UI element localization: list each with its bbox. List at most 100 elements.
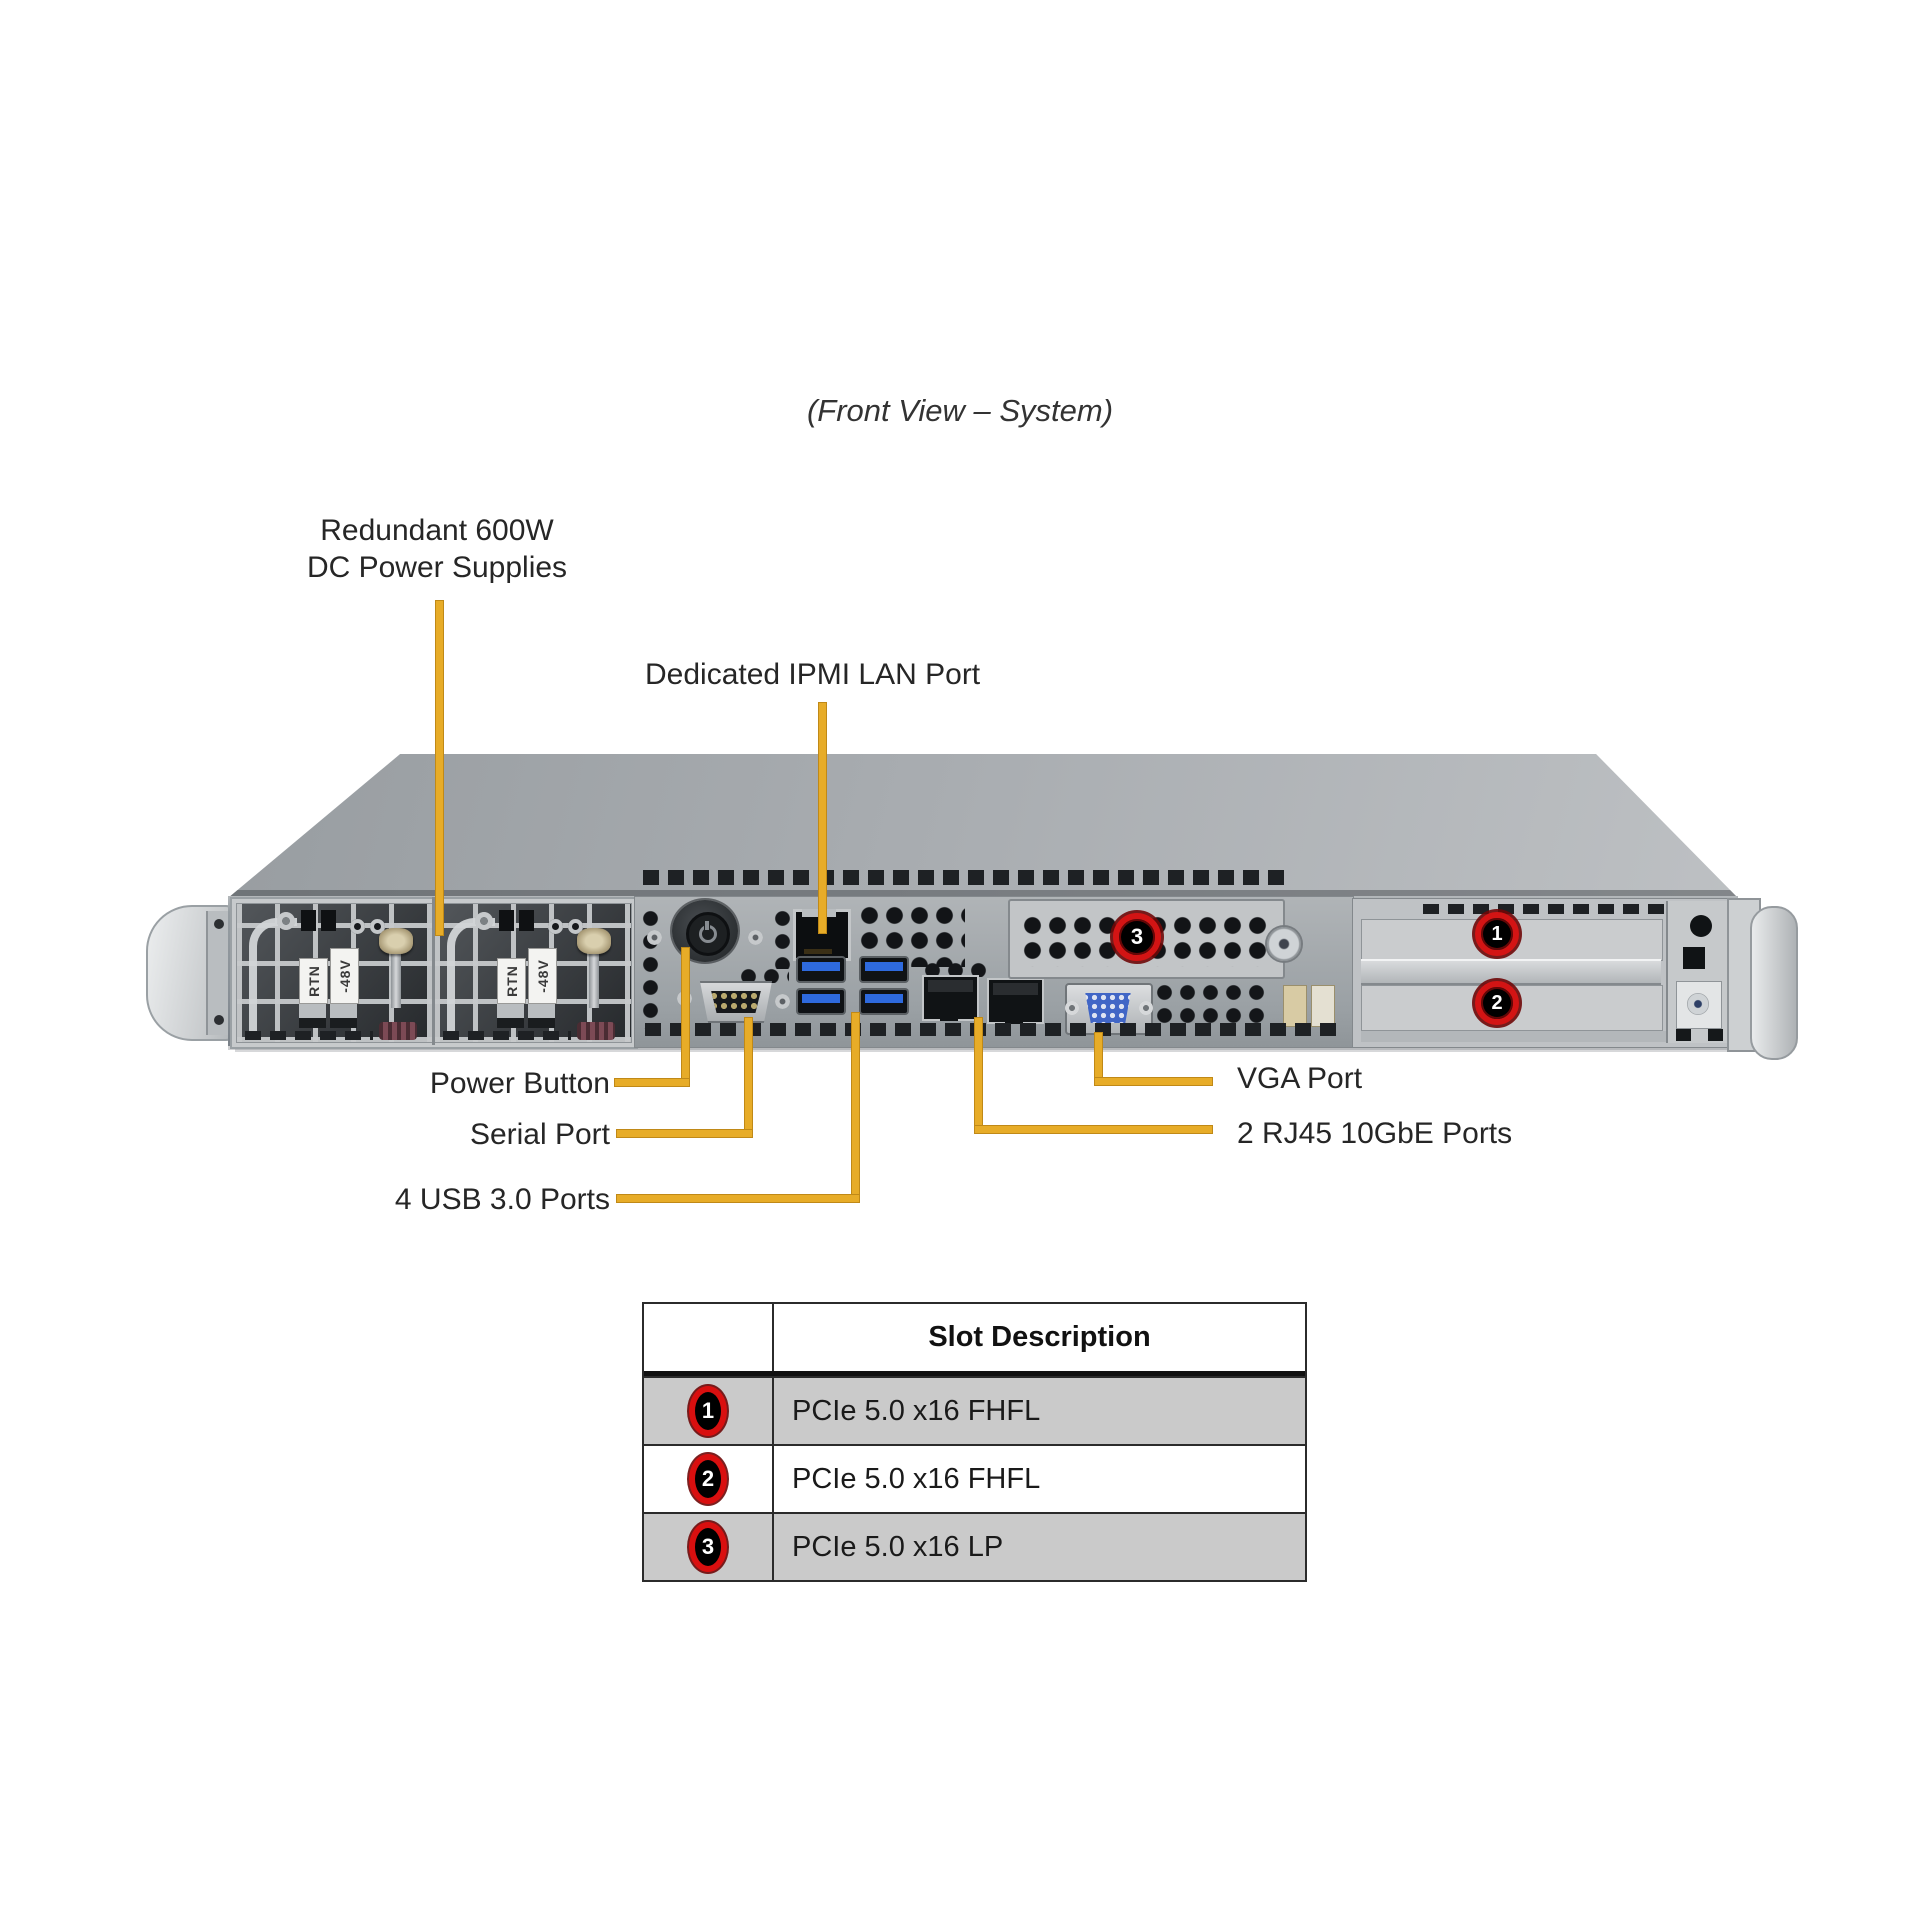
usb3-port: [798, 990, 844, 1013]
leader-line-vga-v: [1094, 1032, 1103, 1086]
bottom-vent-strip: [645, 1023, 1345, 1036]
chassis-top-face: [228, 754, 1738, 898]
psu-pull-tab: [577, 1022, 615, 1040]
bracket-hole-icon: [1690, 915, 1712, 937]
psu-hole-icon: [370, 919, 385, 934]
leader-line-vga-h: [1094, 1077, 1213, 1086]
leader-line-serial-h: [616, 1129, 753, 1138]
psu-bottom-vent: [443, 1031, 571, 1040]
vga-screw-icon: [1065, 1001, 1079, 1015]
callout-rj45-label: 2 RJ45 10GbE Ports: [1237, 1117, 1513, 1150]
psu-label-neg48v: -48V: [330, 948, 359, 1004]
thumbscrew-icon: [1267, 927, 1301, 961]
table-slot-desc: PCIe 5.0 x16 FHFL: [792, 1462, 1041, 1495]
usb3-port: [861, 990, 907, 1013]
psu-connector-block: [330, 1004, 357, 1028]
rj45-10gbe-port: [987, 978, 1044, 1024]
callout-power-label: Power Button: [429, 1067, 610, 1100]
vent-grid: [921, 959, 987, 977]
table-header-badge-cell: [644, 1304, 774, 1371]
figure-title: (Front View – System): [806, 393, 1114, 428]
callout-psu-line2: DC Power Supplies: [306, 551, 568, 584]
table-row: 1 PCIe 5.0 x16 FHFL: [644, 1376, 1305, 1444]
vent-grid: [1153, 981, 1271, 1029]
callout-ipmi-label: Dedicated IPMI LAN Port: [645, 658, 981, 691]
top-vent-strip: [643, 870, 1293, 885]
thumbscrew-block: [1676, 981, 1722, 1029]
table-row: 3 PCIe 5.0 x16 LP: [644, 1512, 1305, 1580]
right-rack-ear-handle: [1750, 906, 1798, 1060]
table-badge-3: 3: [689, 1522, 727, 1572]
psu-bottom-vent: [245, 1031, 373, 1040]
psu-screw-icon: [475, 912, 493, 930]
callout-psu-label: Redundant 600W DC Power Supplies: [257, 512, 617, 586]
leader-line-psu: [435, 600, 444, 936]
slot-badge-1: 1: [1475, 912, 1519, 956]
power-icon: [686, 912, 730, 956]
leader-line-power-v: [681, 947, 690, 1086]
left-ear-screw-hole-icon: [214, 1015, 224, 1025]
slot-divider-rail: [1361, 959, 1661, 985]
leader-line-serial-v: [744, 1017, 753, 1137]
vent-grid: [771, 907, 791, 969]
leader-line-ipmi: [818, 702, 827, 934]
screw-icon: [647, 930, 662, 945]
vga-screw-icon: [1139, 1001, 1153, 1015]
pcie-slot-section: [1352, 898, 1735, 1048]
psu-module-2: RTN -48V: [434, 903, 632, 1043]
callout-vga-label: VGA Port: [1237, 1062, 1363, 1095]
psu-handle-icon: [249, 918, 297, 1038]
psu-connector-block: [497, 1004, 524, 1028]
left-rack-ear: [146, 905, 234, 1041]
left-ear-screw-hole-icon: [214, 919, 224, 929]
leader-line-usb-v: [851, 1012, 860, 1203]
chassis-ground-shadow: [235, 1046, 1735, 1052]
connector-block: [1311, 985, 1335, 1027]
rear-io-panel: [634, 896, 1354, 1048]
psu-label-rtn: RTN: [497, 958, 526, 1004]
leader-line-power-h: [614, 1078, 690, 1087]
table-slot-desc: PCIe 5.0 x16 LP: [792, 1530, 1004, 1563]
vent-grid: [857, 903, 965, 967]
psu-vent: [519, 910, 534, 931]
slot-badge-2: 2: [1475, 981, 1519, 1025]
bracket-vent: [1708, 1029, 1723, 1041]
left-ear-plate: [206, 911, 230, 1035]
psu-hole-icon: [548, 919, 563, 934]
leader-line-rj45-h: [974, 1125, 1213, 1134]
connector-block: [1283, 985, 1307, 1027]
table-header-title: Slot Description: [928, 1321, 1151, 1353]
vent-grid: [737, 965, 789, 983]
slot-top-vent: [1423, 904, 1703, 914]
usb3-port: [798, 958, 844, 981]
usb3-port: [861, 958, 907, 981]
leader-line-usb-h: [616, 1194, 860, 1203]
bracket-vent: [1683, 947, 1705, 969]
psu-vent: [321, 910, 336, 931]
callout-usb-label: 4 USB 3.0 Ports: [394, 1183, 610, 1216]
psu-dc-terminal: [375, 926, 419, 1008]
vga-connector: [1085, 993, 1131, 1023]
psu-screw-icon: [277, 912, 295, 930]
leader-line-rj45-v: [974, 1017, 983, 1134]
screw-icon: [775, 994, 790, 1009]
screw-icon: [748, 930, 763, 945]
bracket-vent: [1676, 1029, 1691, 1041]
psu-pull-tab: [379, 1022, 417, 1040]
psu-label-rtn: RTN: [299, 958, 328, 1004]
table-slot-desc: PCIe 5.0 x16 FHFL: [792, 1394, 1041, 1427]
psu-label-neg48v: -48V: [528, 948, 557, 1004]
top-face-edge: [228, 890, 1738, 898]
psu-connector-block: [299, 1004, 326, 1028]
slot-badge-3: 3: [1113, 913, 1161, 961]
psu-vent: [301, 910, 316, 931]
callout-serial-label: Serial Port: [469, 1118, 610, 1151]
psu-vent: [499, 910, 514, 931]
serial-port: [699, 981, 773, 1023]
callout-psu-line1: Redundant 600W: [320, 514, 554, 547]
psu-hole-icon: [568, 919, 583, 934]
table-badge-1: 1: [689, 1386, 727, 1436]
psu-hole-icon: [350, 919, 365, 934]
table-row: 2 PCIe 5.0 x16 FHFL: [644, 1444, 1305, 1512]
